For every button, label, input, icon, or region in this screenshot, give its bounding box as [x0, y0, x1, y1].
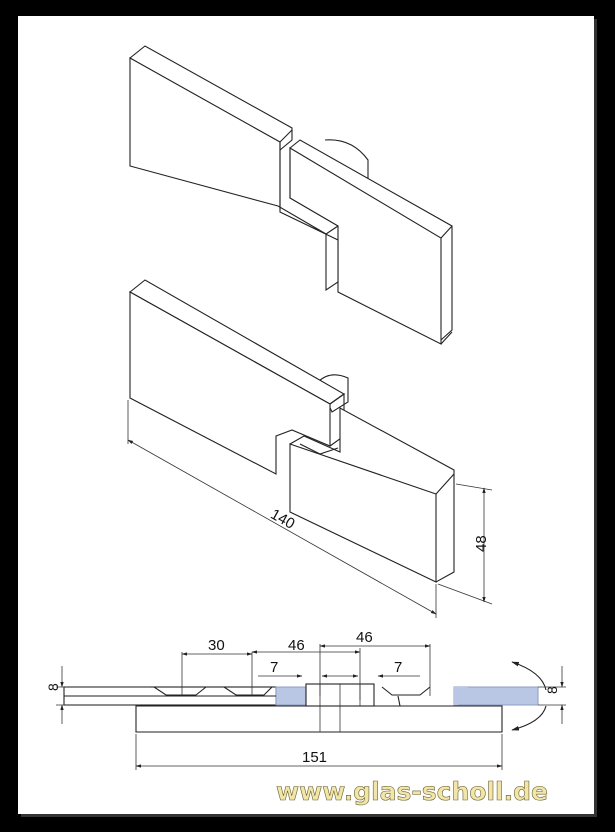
dimension-height-label: 48 [473, 535, 490, 552]
dimension-width-left: 46 [251, 637, 361, 700]
base-plate [135, 705, 503, 733]
dimension-thickness-right-label: 8 [544, 686, 560, 694]
dimension-total-width: 151 [135, 734, 503, 770]
dimension-width-left-label: 46 [288, 637, 305, 654]
hinge-top-view [129, 45, 453, 345]
rotation-arrow-up [511, 661, 547, 691]
hinge-bottom-view: 140 48 [127, 279, 493, 618]
dimension-width-right-label: 46 [356, 629, 373, 646]
website-watermark: www.glas-scholl.de [276, 777, 548, 806]
dimension-height: 48 [437, 483, 493, 605]
dimension-thickness-right: 8 [538, 666, 566, 724]
section-view: 30 46 46 7 [45, 629, 566, 770]
dimension-total-width-label: 151 [302, 749, 327, 766]
dimension-width-right: 46 [319, 629, 431, 696]
dimension-gap-right-label: 7 [394, 659, 402, 676]
hinge-knuckle-top [324, 139, 369, 178]
dimension-offset-label: 30 [208, 637, 225, 654]
glass-panel-left [275, 686, 307, 706]
dimension-gap-left-label: 7 [270, 659, 278, 676]
dimension-offset-left: 30 [181, 637, 253, 696]
right-plate-top [289, 139, 453, 345]
dimension-gap-left: 7 [258, 659, 340, 678]
dimension-thickness-left-label: 8 [45, 683, 61, 691]
dimension-thickness-left: 8 [45, 666, 150, 724]
left-plate-top [129, 45, 339, 292]
rotation-arrow-down [511, 705, 547, 731]
dimension-gap-right: 7 [340, 659, 420, 678]
glass-panel-right [453, 686, 539, 706]
